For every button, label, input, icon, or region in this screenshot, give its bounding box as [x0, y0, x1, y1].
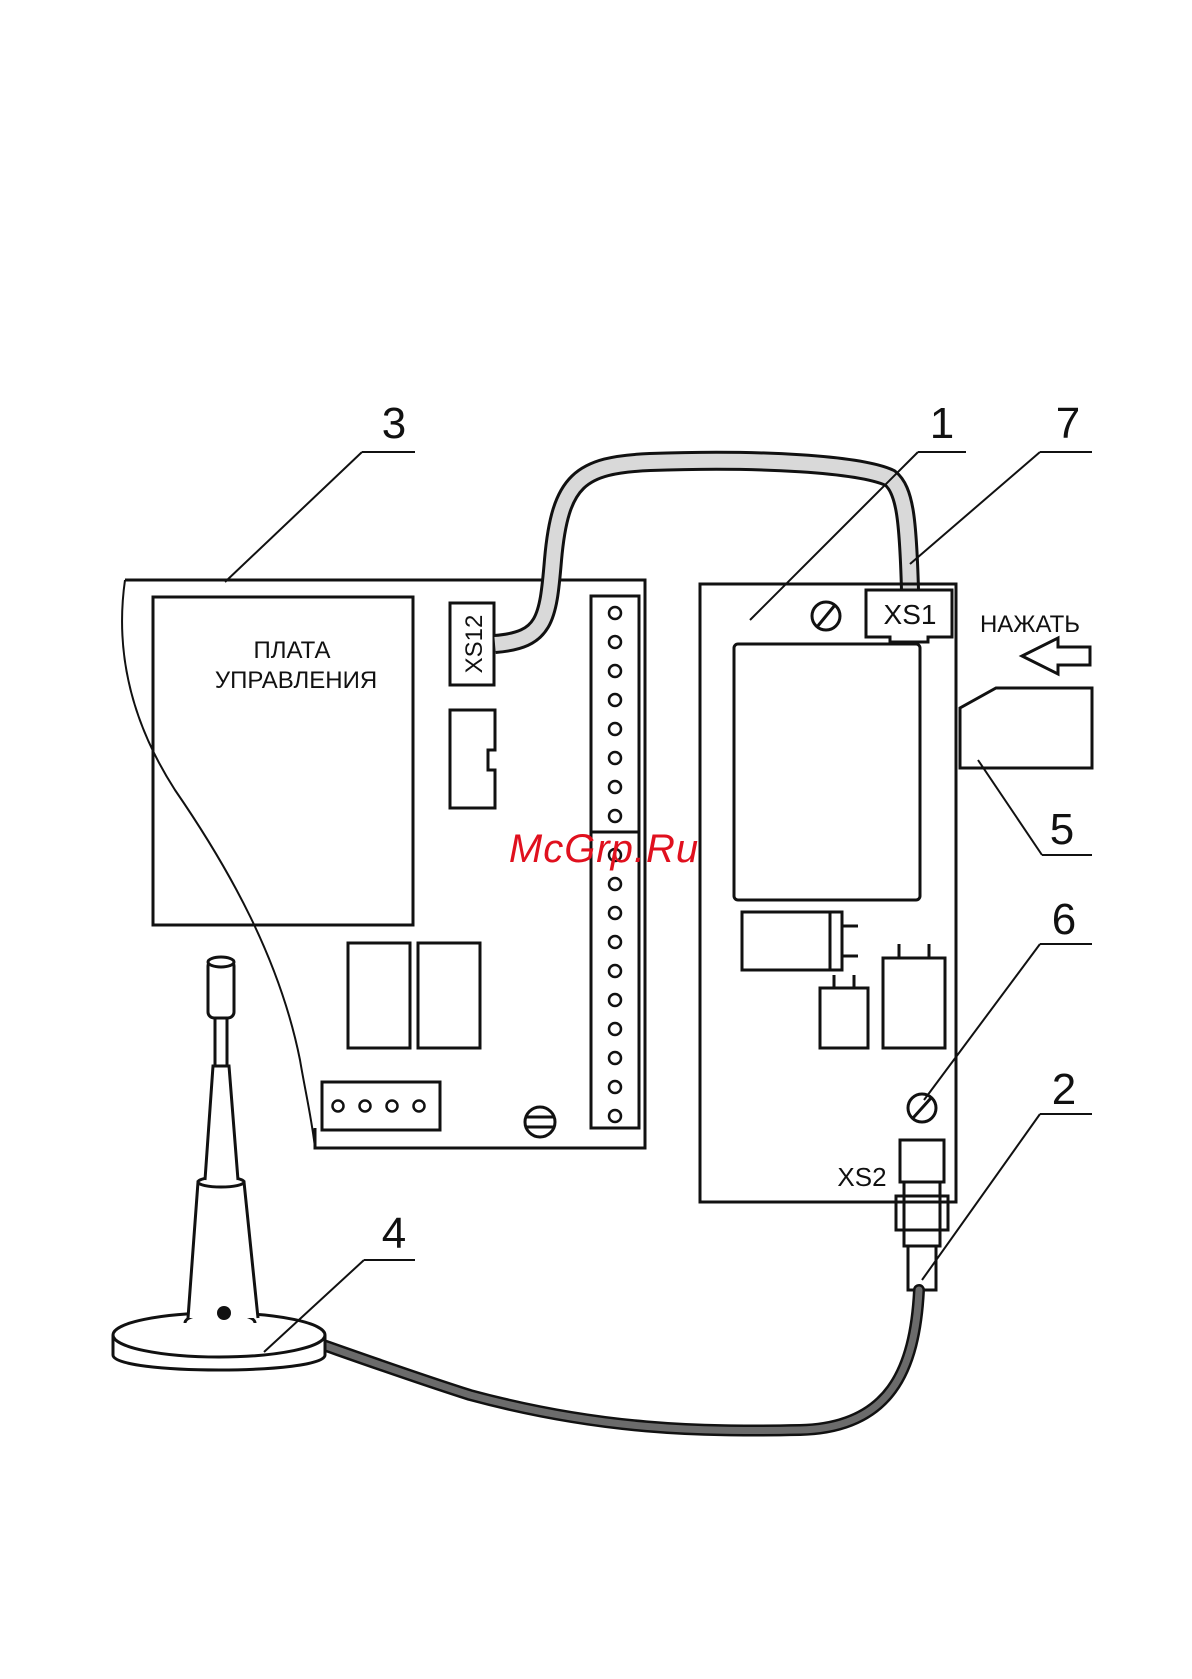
cable-sleeve	[908, 1246, 936, 1290]
xs2-plug	[904, 1182, 940, 1246]
screw-icon	[525, 1107, 555, 1137]
callout-1: 1	[930, 399, 954, 448]
ribbon-cable	[495, 461, 910, 644]
control-board-label-2: УПРАВЛЕНИЯ	[215, 667, 377, 694]
callouts: 3 1 7 5 6 2 4	[225, 399, 1092, 1352]
xs1-label: XS1	[884, 599, 937, 630]
xs2-connector	[900, 1140, 944, 1182]
component-1	[742, 912, 842, 970]
callout-5: 5	[1050, 805, 1074, 854]
callout-4: 4	[382, 1209, 406, 1258]
relay-1	[348, 943, 410, 1048]
component-2	[820, 988, 868, 1048]
watermark: McGrp.Ru	[509, 827, 699, 871]
callout-3: 3	[382, 399, 406, 448]
xs2-label: XS2	[837, 1162, 886, 1192]
press-label: НАЖАТЬ	[980, 611, 1080, 638]
callout-2: 2	[1052, 1065, 1076, 1114]
screw-icon	[908, 1094, 936, 1122]
xs12-label: XS12	[461, 615, 488, 674]
relay-2	[418, 943, 480, 1048]
jumper-block	[450, 710, 495, 808]
component-3	[883, 958, 945, 1048]
callout-6: 6	[1052, 895, 1076, 944]
antenna-cable	[222, 1290, 919, 1431]
sim-card	[960, 688, 1092, 768]
arrow-left-icon	[1022, 638, 1090, 674]
screw-icon	[811, 600, 840, 630]
antenna	[113, 957, 325, 1370]
control-board-label-1: ПЛАТА	[253, 637, 330, 664]
gsm-module: XS1 XS2	[700, 584, 956, 1290]
callout-7: 7	[1056, 399, 1080, 448]
sim-holder	[734, 644, 920, 900]
